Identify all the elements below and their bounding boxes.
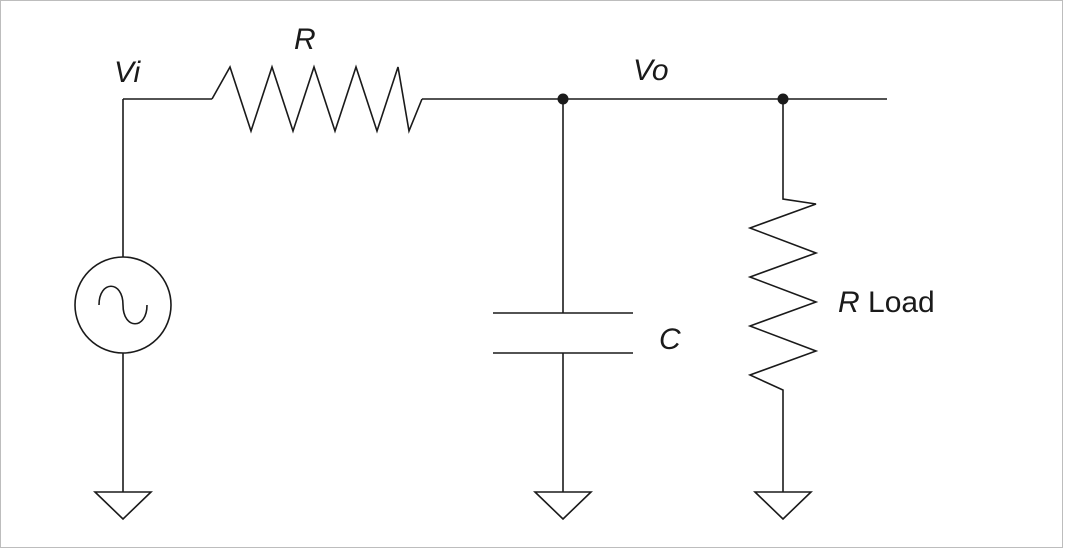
junction-nodes — [557, 93, 789, 105]
label-vi: Vi — [114, 56, 141, 89]
ac-source-circle — [74, 256, 172, 354]
ground-icon-source — [93, 491, 153, 521]
label-c: C — [659, 323, 681, 356]
sine-wave-icon — [98, 285, 148, 325]
label-r: R — [294, 23, 316, 56]
node-capacitor-junction — [557, 93, 569, 105]
label-r-load-suffix: Load — [860, 286, 935, 319]
wires — [122, 98, 887, 492]
ac-source-symbol — [74, 256, 172, 354]
labels: Vi Vo R C R Load — [114, 23, 935, 356]
label-r-load-symbol: R — [838, 286, 860, 319]
label-vo: Vo — [633, 54, 669, 87]
capacitor-symbol — [493, 312, 633, 354]
label-r-load: R Load — [838, 286, 935, 319]
ground-icon-load — [753, 491, 813, 521]
ground-icon-capacitor — [533, 491, 593, 521]
load-resistor-symbol — [747, 190, 819, 398]
ground-symbols — [93, 491, 813, 521]
series-resistor-symbol — [211, 64, 423, 134]
node-load-junction — [777, 93, 789, 105]
